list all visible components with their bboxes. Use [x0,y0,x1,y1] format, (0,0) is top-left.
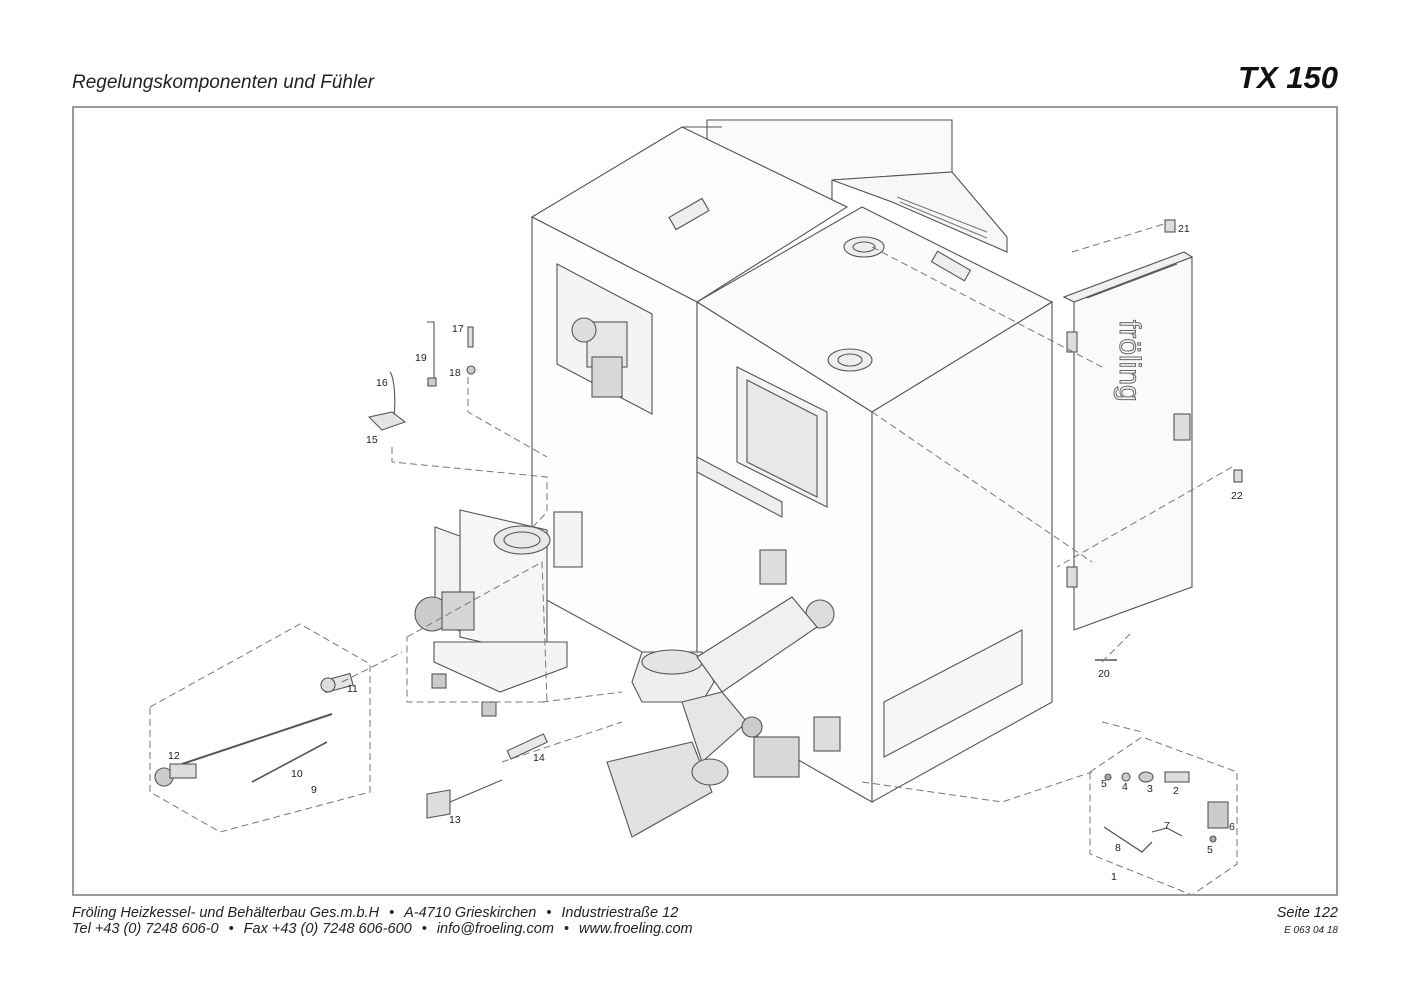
rear-hopper [831,171,1008,253]
part-label: 1 [1111,871,1117,883]
footer-web[interactable]: www.froeling.com [578,921,693,937]
part-label: 4 [1122,781,1128,793]
part-label: 14 [533,752,545,764]
part-label: 18 [449,367,461,379]
part-label: 6 [1229,821,1235,833]
gear-motor [606,741,713,838]
part-label: 8 [1115,842,1121,854]
part-label: 11 [347,683,358,695]
footer-company: Fröling Heizkessel- und Behälterbau Ges.… [72,905,380,921]
part-label: 22 [1231,490,1243,502]
part-label: 2 [1173,785,1179,797]
part-label: 13 [449,814,461,826]
footer-street: Industriestraße 12 [561,905,679,921]
footer-line-2: Tel +43 (0) 7248 606-0•Fax +43 (0) 7248 … [72,921,693,937]
part-label: 20 [1098,668,1110,680]
footer-tel: Tel +43 (0) 7248 606-0 [72,921,219,937]
part-label: 17 [452,323,464,335]
brand-logo-text: fröling [1113,320,1146,402]
side-cabinet-front [1073,256,1193,631]
stoker-tube [696,596,818,693]
part-label: 10 [291,768,303,780]
footer-email[interactable]: info@froeling.com [436,921,554,937]
part-label: 16 [376,377,388,389]
part-label: 7 [1164,820,1170,832]
footer-fax: Fax +43 (0) 7248 606-600 [243,921,412,937]
part-label: 9 [311,784,317,796]
part-label: 15 [366,434,378,446]
footer-line-1: Fröling Heizkessel- und Behälterbau Ges.… [72,905,679,921]
group-1-outline [1089,736,1238,894]
exploded-view-drawing: fröling 1 2 3 4 5 5 6 7 8 9 10 11 12 13 … [149,119,1243,894]
part-label: 19 [415,352,427,364]
model-name: TX 150 [1238,60,1338,95]
page-number: Seite 122 [1276,905,1338,921]
page-title: Regelungskomponenten und Fühler [72,72,375,93]
document-code: E 063 04 18 [1284,925,1338,936]
footer-address: A-4710 Grieskirchen [404,905,537,921]
sensor-housing [426,789,451,819]
part-label: 12 [168,750,180,762]
group-9-outline [149,623,371,833]
part-label: 3 [1147,783,1153,795]
burner-group-outline [406,561,548,703]
part-label: 5 [1101,778,1107,790]
part-label: 5 [1207,844,1213,856]
part-label: 21 [1178,223,1190,235]
exploded-diagram-frame: fröling 1 2 3 4 5 5 6 7 8 9 10 11 12 13 … [72,106,1338,896]
